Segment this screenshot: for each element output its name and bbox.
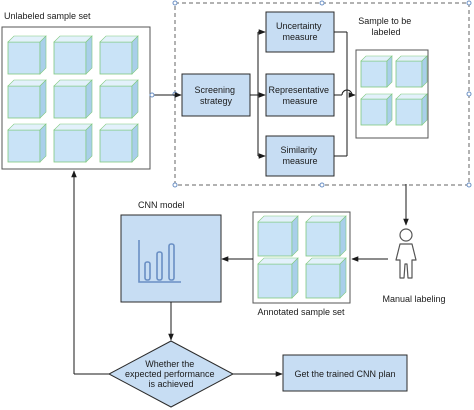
decision-line-1: Whether the — [145, 359, 194, 369]
sample-cube-icon — [99, 123, 139, 163]
decision-line-3: is achieved — [148, 379, 193, 389]
similarity-line-2: measure — [282, 156, 317, 166]
screening-line-1: Screening — [194, 85, 235, 95]
frame-handle — [172, 182, 178, 188]
sample-cube-icon — [99, 79, 139, 119]
unlabeled-sample-cubes — [7, 35, 139, 163]
sample-cube-icon — [360, 55, 393, 88]
manual-labeling-label: Manual labeling — [382, 294, 445, 304]
decision-line-2: expected performance — [125, 369, 215, 379]
sample-cube-icon — [7, 79, 47, 119]
trained-cnn-label: Get the trained CNN plan — [294, 369, 395, 379]
similarity-measure-box — [265, 135, 335, 177]
bar-chart-icon — [138, 240, 181, 283]
trained-cnn-box — [282, 354, 408, 392]
representative-measure-box — [265, 73, 335, 117]
connector-dot — [149, 92, 155, 98]
frame-handle — [466, 91, 472, 97]
annotated-sample-cubes — [257, 215, 347, 299]
frame-handle — [319, 0, 325, 6]
uncertainty-measure-box — [265, 11, 335, 53]
screening-strategy-box — [181, 73, 251, 117]
sample-cube-icon — [305, 257, 347, 299]
sample-cube-icon — [257, 215, 299, 257]
sample-cube-icon — [257, 257, 299, 299]
uncertainty-measure-label: Uncertainty measure — [276, 21, 324, 42]
uncertainty-line-1: Uncertainty — [276, 21, 322, 31]
frame-handle — [172, 0, 178, 6]
similarity-line-1: Similarity — [280, 145, 317, 155]
sample-cube-icon — [53, 79, 93, 119]
sample-cube-icon — [395, 93, 428, 126]
sample-to-label-line-2: labeled — [371, 27, 400, 37]
sample-cube-icon — [7, 35, 47, 75]
person-icon — [395, 228, 417, 279]
cnn-model-box — [120, 214, 222, 303]
sample-cube-icon — [305, 215, 347, 257]
unlabeled-set-label: Unlabeled sample set — [4, 11, 91, 21]
cnn-model-label: CNN model — [138, 200, 185, 210]
similarity-measure-label: Similarity measure — [280, 145, 319, 166]
representative-measure-label: Representative measure — [268, 85, 331, 106]
screening-line-2: strategy — [200, 96, 233, 106]
sample-to-label-title: Sample to be labeled — [358, 16, 414, 37]
sample-to-label-line-1: Sample to be — [358, 16, 411, 26]
uncertainty-line-2: measure — [282, 32, 317, 42]
representative-line-2: measure — [282, 96, 317, 106]
frame-handle — [319, 182, 325, 188]
sample-cube-icon — [53, 35, 93, 75]
sample-cube-icon — [7, 123, 47, 163]
sample-cube-icon — [99, 35, 139, 75]
sample-cube-icon — [53, 123, 93, 163]
sample-cube-icon — [360, 93, 393, 126]
decision-label: Whether the expected performance is achi… — [125, 359, 217, 389]
frame-handle — [466, 0, 472, 6]
annotated-set-label: Annotated sample set — [257, 307, 345, 317]
frame-handle — [466, 182, 472, 188]
decision-diamond — [107, 340, 235, 408]
screening-strategy-label: Screening strategy — [194, 85, 237, 106]
representative-line-1: Representative — [268, 85, 329, 95]
sample-cube-icon — [395, 55, 428, 88]
sample-to-label-cubes — [360, 55, 428, 126]
